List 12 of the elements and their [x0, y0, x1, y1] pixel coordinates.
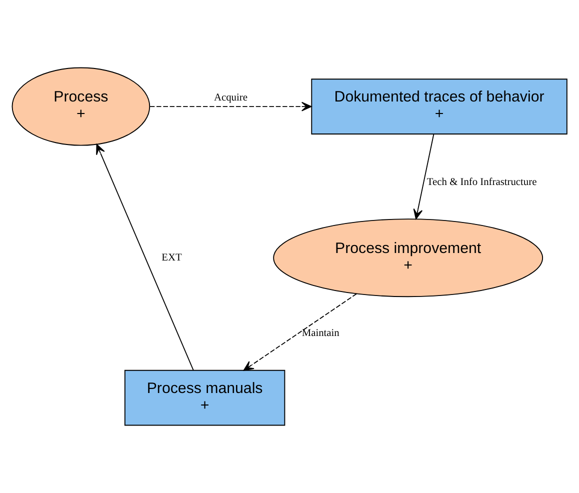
node-ellipse: Process + — [12, 67, 150, 146]
edge-label: EXT — [162, 252, 182, 264]
edge-label: Tech & Info Infrastructure — [426, 176, 537, 188]
arrow — [96, 144, 194, 370]
edge-label: Acquire — [214, 92, 248, 104]
arrow — [150, 102, 312, 112]
node-box: Process manuals + — [124, 370, 286, 426]
arrow — [413, 134, 434, 220]
node-box: Dokumented traces of behavior + — [311, 78, 568, 134]
arrow — [243, 293, 357, 371]
node-ellipse: Process improvement + — [273, 218, 544, 298]
edge-label: Maintain — [302, 328, 340, 340]
